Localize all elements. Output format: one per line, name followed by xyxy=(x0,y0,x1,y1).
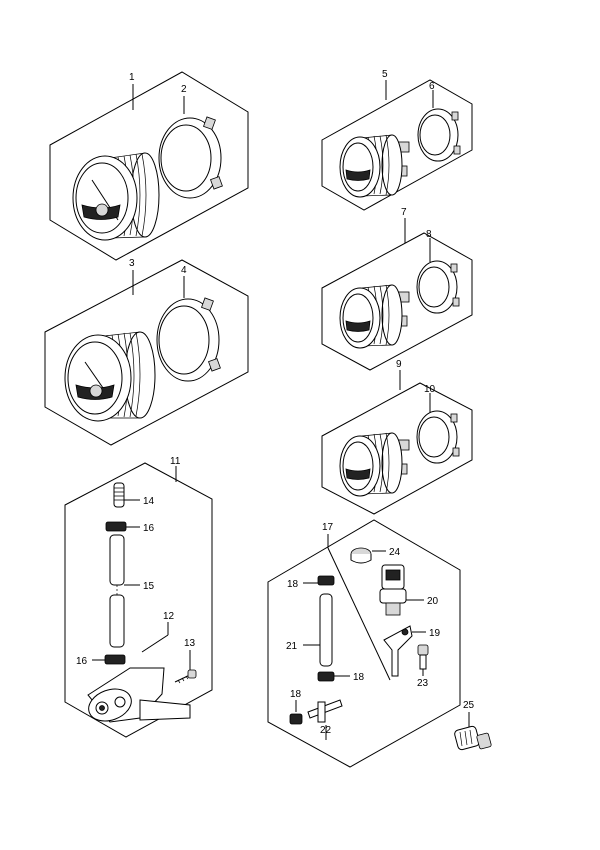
callout-2: 2 xyxy=(181,84,187,95)
screw-part-13 xyxy=(174,669,197,684)
callout-1: 1 xyxy=(129,72,135,83)
clip-part-18-lower xyxy=(289,713,303,725)
callout-18-upper: 18 xyxy=(287,579,299,590)
group-frame-11 xyxy=(64,462,213,738)
clip-part-18-middle xyxy=(317,671,335,682)
clip-part-16-upper xyxy=(105,521,127,532)
callout-7: 7 xyxy=(401,207,407,218)
fitting-part-14 xyxy=(113,482,125,508)
group-sensor-17: 17 18 18 18 19 20 21 22 23 24 xyxy=(267,519,461,768)
group-frame-5 xyxy=(321,79,473,211)
callout-16-lower: 16 xyxy=(76,656,88,667)
gauge-part-7 xyxy=(339,284,410,349)
group-gauge-7: 7 8 xyxy=(321,207,473,371)
callout-9: 9 xyxy=(396,359,402,370)
callout-12: 12 xyxy=(163,611,175,622)
pickup-part-12 xyxy=(87,667,191,723)
ring-part-2 xyxy=(158,116,223,199)
group-gauge-9: 9 10 xyxy=(321,359,473,515)
callout-24: 24 xyxy=(389,547,401,558)
callout-23: 23 xyxy=(417,678,429,689)
callout-21: 21 xyxy=(286,641,298,652)
callout-13: 13 xyxy=(184,638,196,649)
sensor-part-20 xyxy=(379,564,407,616)
callout-16-upper: 16 xyxy=(143,523,155,534)
cap-part-24 xyxy=(350,547,372,564)
group-frame-7 xyxy=(321,232,473,371)
callout-6: 6 xyxy=(429,81,435,92)
hose-part-21 xyxy=(319,593,333,667)
ring-part-6 xyxy=(417,108,461,162)
group-frame-1 xyxy=(49,71,249,261)
callout-17: 17 xyxy=(322,522,334,533)
bracket-part-19 xyxy=(383,625,413,677)
callout-25: 25 xyxy=(463,700,475,711)
plug-part-25: 25 xyxy=(454,700,492,751)
group-frame-17 xyxy=(267,519,461,768)
gauge-part-1 xyxy=(72,152,160,241)
gauge-part-9 xyxy=(339,432,410,497)
callout-4: 4 xyxy=(181,265,187,276)
group-frame-9 xyxy=(321,382,473,515)
gauge-part-5 xyxy=(339,134,410,198)
callout-15: 15 xyxy=(143,581,155,592)
callout-10: 10 xyxy=(424,384,436,395)
ring-part-8 xyxy=(416,260,460,314)
callout-20: 20 xyxy=(427,596,439,607)
group-frame-3 xyxy=(44,259,249,446)
gauge-part-3 xyxy=(64,331,156,422)
group-gauge-1: 1 2 xyxy=(49,71,249,261)
callout-18-lower: 18 xyxy=(290,689,302,700)
callout-14: 14 xyxy=(143,496,155,507)
hose-part-15 xyxy=(109,534,125,648)
callout-18-middle: 18 xyxy=(353,672,365,683)
callout-11: 11 xyxy=(170,456,181,467)
tee-part-22 xyxy=(307,699,343,723)
group-hose-11: 11 12 13 14 15 16 16 xyxy=(64,456,213,738)
clip-part-16-lower xyxy=(104,654,126,665)
ring-part-4 xyxy=(156,297,221,382)
bolt-part-23 xyxy=(417,644,429,670)
callout-8: 8 xyxy=(426,229,432,240)
group-gauge-3: 3 4 xyxy=(44,258,249,446)
callout-5: 5 xyxy=(382,69,388,80)
group-gauge-5: 5 6 xyxy=(321,69,473,211)
callout-19: 19 xyxy=(429,628,441,639)
callout-3: 3 xyxy=(129,258,135,269)
clip-part-18-upper xyxy=(317,575,335,586)
callout-22: 22 xyxy=(320,725,332,736)
ring-part-10 xyxy=(416,410,460,464)
